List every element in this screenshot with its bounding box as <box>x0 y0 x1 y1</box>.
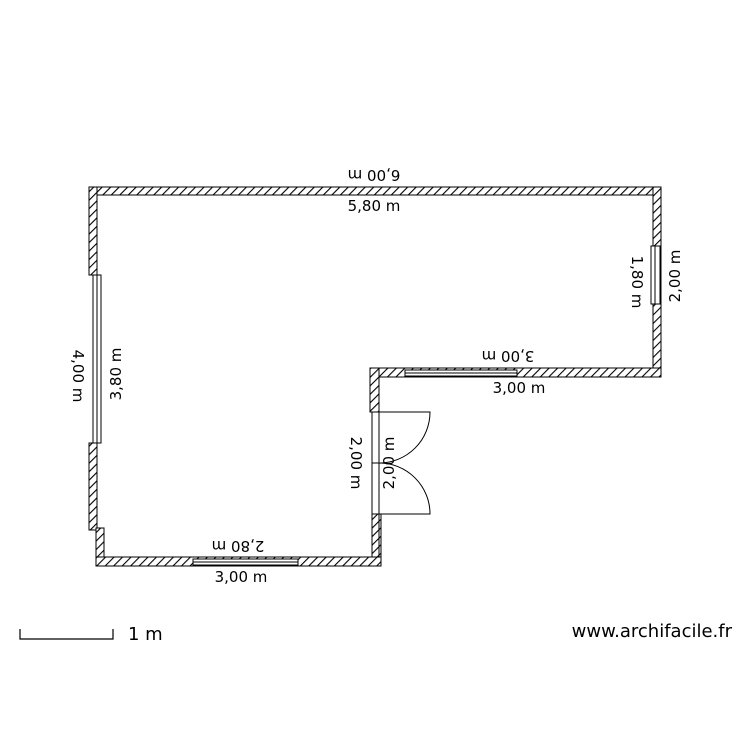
dim-door-outer: 2,00 m <box>347 437 365 490</box>
dim-bottom-inner: 2,80 m <box>212 537 265 555</box>
watermark: www.archifacile.fr <box>572 621 733 642</box>
door-leaf-top <box>371 411 380 464</box>
wall-left-upper <box>88 186 98 276</box>
door-swing-bottom <box>378 462 431 515</box>
scale-label: 1 m <box>128 624 163 645</box>
dim-step-outer: 3,00 m <box>482 347 535 365</box>
dimension-labels: 6,00 m 5,80 m 2,00 m 1,80 m 3,00 m 3,00 … <box>69 166 684 586</box>
double-door <box>371 411 431 515</box>
dim-left-inner: 3,80 m <box>107 348 125 401</box>
dim-right-outer: 2,00 m <box>666 250 684 303</box>
door-swing-top <box>378 411 431 464</box>
scale-bar: 1 m <box>19 624 163 645</box>
dim-door-inner: 2,00 m <box>380 437 398 490</box>
dim-top-inner: 5,80 m <box>348 197 401 215</box>
dim-top-outer: 6,00 m <box>348 166 401 184</box>
wall-inner-upper <box>369 367 380 413</box>
windows <box>92 245 661 566</box>
door-leaf-bottom <box>371 462 380 515</box>
scale-bar-line <box>19 629 114 640</box>
wall-top <box>88 186 662 196</box>
dim-bottom-outer: 3,00 m <box>215 568 268 586</box>
wall-left-lower <box>88 442 98 531</box>
dim-right-inner: 1,80 m <box>628 256 646 309</box>
dim-left-outer: 4,00 m <box>69 350 87 403</box>
dim-step-inner: 3,00 m <box>493 379 546 397</box>
